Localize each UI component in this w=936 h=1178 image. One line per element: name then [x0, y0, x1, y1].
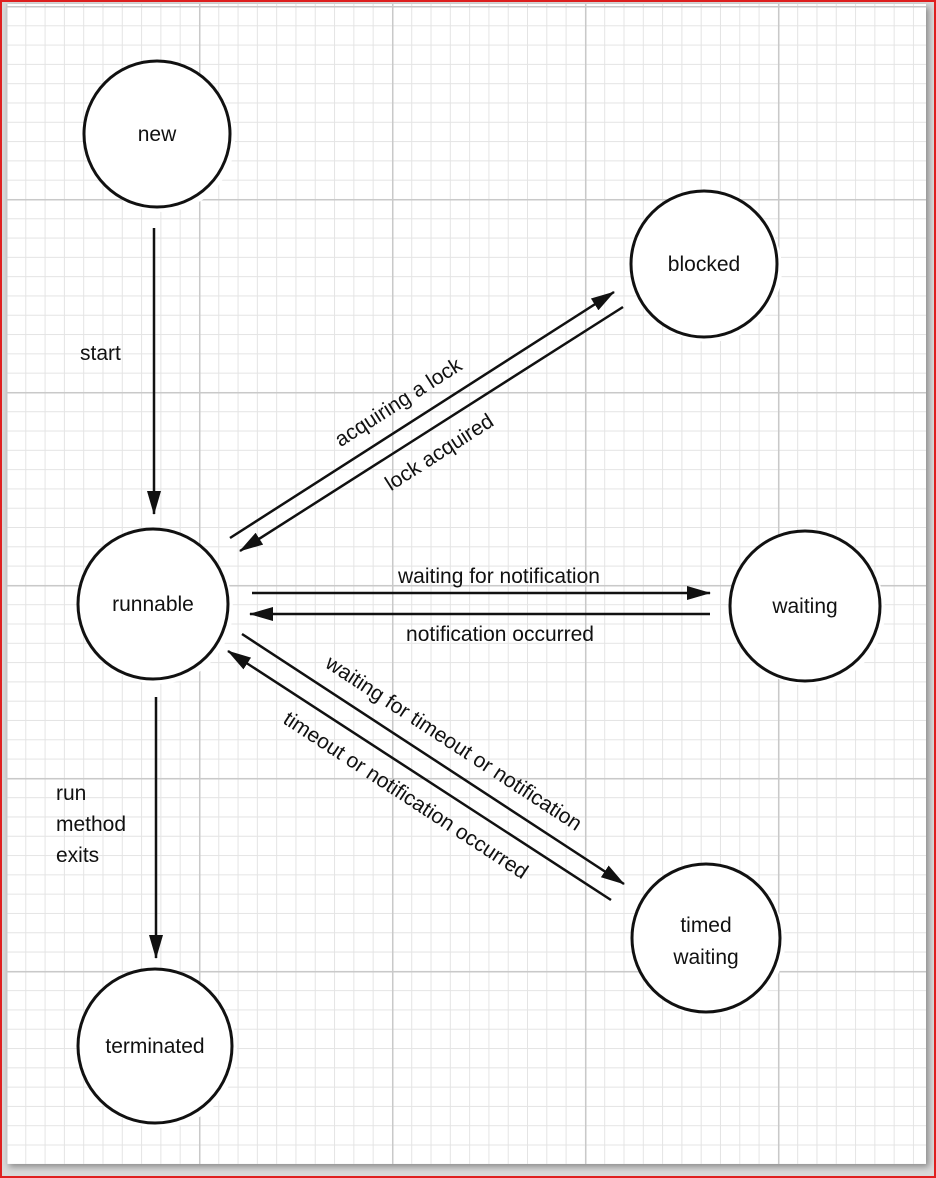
state-timed-waiting-label-2: waiting: [672, 946, 738, 969]
label-notification-occurred: notification occurred: [406, 623, 594, 646]
state-new: new: [82, 59, 235, 212]
state-waiting-label: waiting: [771, 595, 837, 618]
label-run-method-exits-3: exits: [56, 844, 99, 867]
state-runnable: runnable: [76, 527, 233, 684]
state-new-label: new: [138, 123, 177, 146]
edge-acquiring-a-lock: [229, 290, 615, 540]
edge-timeout-or-notification-occurred: [227, 649, 612, 902]
state-timed-waiting-label-1: timed: [680, 914, 731, 937]
label-run-method-exits-2: method: [56, 813, 126, 836]
state-blocked: blocked: [629, 189, 782, 342]
state-timed-waiting: timed waiting: [630, 862, 785, 1017]
label-start: start: [80, 342, 121, 365]
edge-waiting-for-timeout-or-notification: [241, 632, 625, 886]
label-lock-acquired: lock acquired: [381, 410, 498, 496]
label-timeout-or-notification-occurred: timeout or notification occurred: [279, 707, 532, 883]
state-runnable-label: runnable: [112, 593, 194, 616]
label-waiting-for-notification: waiting for notification: [397, 565, 600, 588]
label-run-method-exits-1: run: [56, 782, 86, 805]
state-terminated: terminated: [76, 967, 237, 1128]
edge-lock-acquired: [239, 305, 624, 553]
label-waiting-for-timeout-or-notification: waiting for timeout or notification: [320, 651, 585, 836]
state-terminated-label: terminated: [105, 1035, 204, 1058]
state-waiting: waiting: [728, 529, 885, 686]
state-blocked-label: blocked: [668, 253, 740, 276]
